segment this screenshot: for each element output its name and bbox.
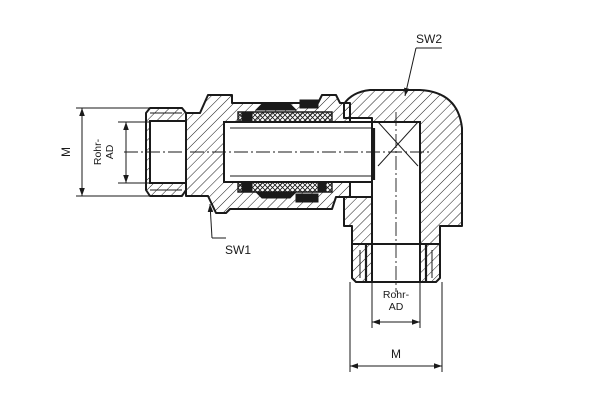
label-rohr-ad-left-line2: AD [104, 144, 116, 159]
dimension-m-left [76, 107, 150, 197]
dimension-m-bottom [349, 282, 443, 372]
label-rohr-ad-bottom-line1: Rohr- [383, 289, 410, 301]
leader-sw2 [404, 47, 442, 97]
seal-top [237, 99, 333, 123]
label-m-left: M [59, 147, 73, 157]
leader-sw1 [207, 203, 226, 239]
label-rohr-ad-left-line1: Rohr- [92, 138, 104, 165]
left-nut [145, 107, 187, 197]
label-sw2: SW2 [416, 32, 442, 46]
label-m-bottom: M [391, 347, 401, 361]
elbow-body [343, 89, 463, 277]
dimension-rohr-ad-bottom [371, 282, 421, 328]
dimension-rohr-ad-left [118, 121, 150, 184]
label-rohr-ad-bottom-line2: AD [389, 301, 404, 313]
center-lines [124, 112, 430, 292]
seal-bottom [237, 181, 333, 203]
label-sw1: SW1 [225, 243, 251, 257]
